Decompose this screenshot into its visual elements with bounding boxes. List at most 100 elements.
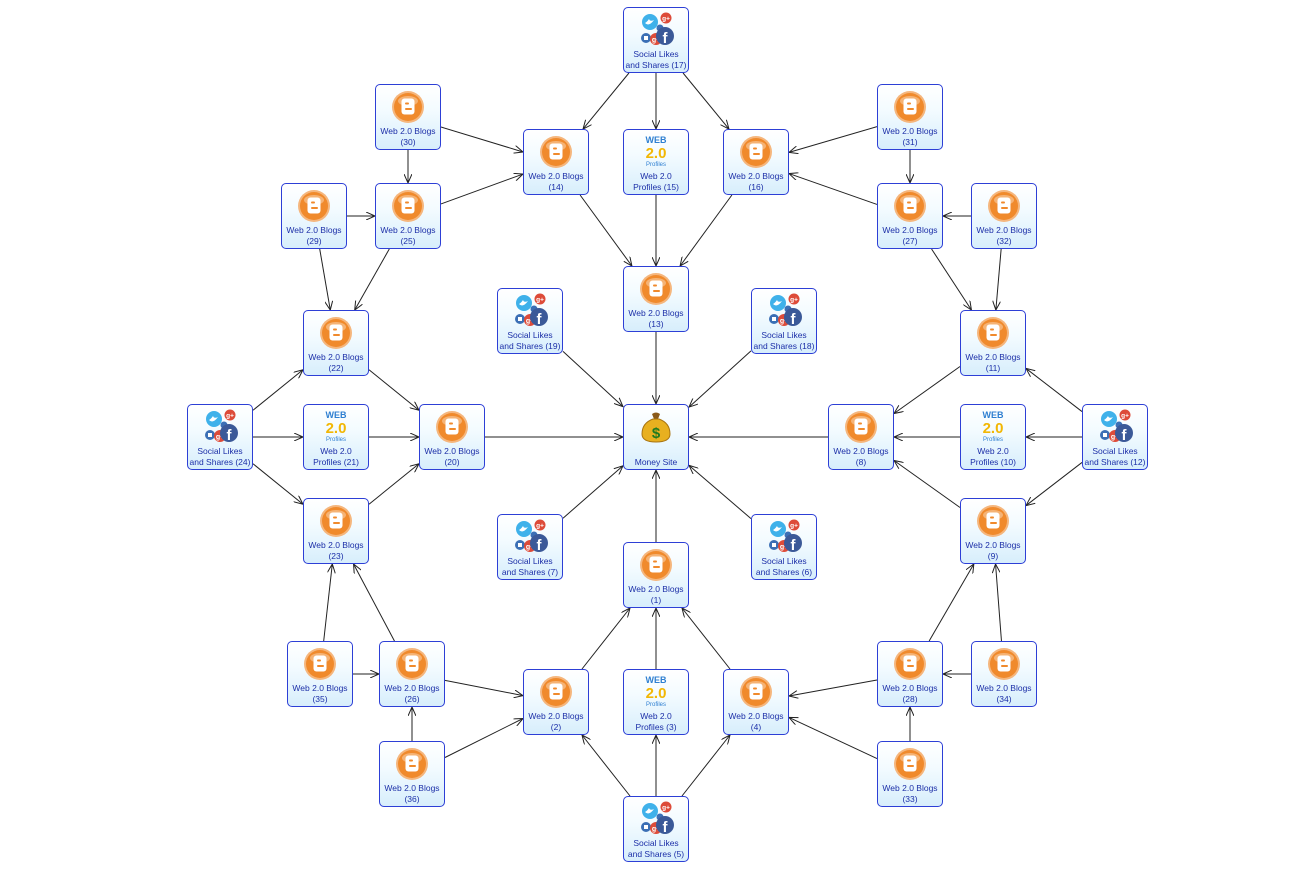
svg-text:g+: g+ xyxy=(790,297,798,304)
social-media-icon: g+ g+ f xyxy=(638,12,674,48)
svg-text:g+: g+ xyxy=(216,434,224,441)
node-23[interactable]: Web 2.0 Blogs (23) xyxy=(303,498,369,564)
node-label: Web 2.0 Blogs (23) xyxy=(308,540,364,561)
node-3[interactable]: WEB 2.0 Profiles Web 2.0 Profiles (3) xyxy=(623,669,689,735)
web20-profiles-icon: WEB 2.0 Profiles xyxy=(975,409,1011,445)
social-media-icon: g+ g+ f xyxy=(512,519,548,555)
node-8[interactable]: Web 2.0 Blogs (8) xyxy=(828,404,894,470)
node-19[interactable]: g+ g+ f Social Likes and Shares (19) xyxy=(497,288,563,354)
svg-text:2.0: 2.0 xyxy=(646,145,667,162)
node-13[interactable]: Web 2.0 Blogs (13) xyxy=(623,266,689,332)
node-label: Web 2.0 Profiles (15) xyxy=(633,171,679,192)
node-label: Web 2.0 Blogs (9) xyxy=(965,540,1021,561)
money-bag-icon: $ xyxy=(638,409,674,445)
edge-layer xyxy=(252,72,1083,797)
web20-profiles-icon: WEB 2.0 Profiles xyxy=(638,674,674,710)
node-7[interactable]: g+ g+ f Social Likes and Shares (7) xyxy=(497,514,563,580)
edge-2-to-1 xyxy=(581,608,630,670)
node-label: Social Likes and Shares (24) xyxy=(189,446,251,467)
blogger-icon xyxy=(986,188,1022,224)
node-12[interactable]: g+ g+ f Social Likes and Shares (12) xyxy=(1082,404,1148,470)
svg-text:f: f xyxy=(791,537,797,554)
edge-12-to-9 xyxy=(1026,462,1083,505)
node-27[interactable]: Web 2.0 Blogs (27) xyxy=(877,183,943,249)
node-9[interactable]: Web 2.0 Blogs (9) xyxy=(960,498,1026,564)
node-33[interactable]: Web 2.0 Blogs (33) xyxy=(877,741,943,807)
node-label: Web 2.0 Profiles (21) xyxy=(313,446,359,467)
node-label: Social Likes and Shares (7) xyxy=(501,556,559,577)
node-label: Web 2.0 Blogs (32) xyxy=(976,225,1032,246)
blogger-icon xyxy=(738,674,774,710)
node-6[interactable]: g+ g+ f Social Likes and Shares (6) xyxy=(751,514,817,580)
svg-text:g+: g+ xyxy=(536,297,544,304)
edge-30-to-14 xyxy=(440,126,523,152)
node-label: Social Likes and Shares (12) xyxy=(1084,446,1146,467)
node-26[interactable]: Web 2.0 Blogs (26) xyxy=(379,641,445,707)
node-11[interactable]: Web 2.0 Blogs (11) xyxy=(960,310,1026,376)
node-14[interactable]: Web 2.0 Blogs (14) xyxy=(523,129,589,195)
node-30[interactable]: Web 2.0 Blogs (30) xyxy=(375,84,441,150)
node-34[interactable]: Web 2.0 Blogs (34) xyxy=(971,641,1037,707)
node-20[interactable]: Web 2.0 Blogs (20) xyxy=(419,404,485,470)
edge-9-to-8 xyxy=(894,461,961,508)
svg-text:WEB: WEB xyxy=(983,410,1004,420)
edge-29-to-22 xyxy=(319,248,331,310)
svg-text:2.0: 2.0 xyxy=(983,420,1004,437)
blogger-icon xyxy=(892,188,928,224)
node-label: Web 2.0 Blogs (20) xyxy=(424,446,480,467)
blogger-icon xyxy=(892,646,928,682)
node-label: Social Likes and Shares (5) xyxy=(627,838,685,859)
edge-32-to-11 xyxy=(996,248,1002,310)
node-1[interactable]: Web 2.0 Blogs (1) xyxy=(623,542,689,608)
svg-text:g+: g+ xyxy=(1111,434,1119,441)
node-31[interactable]: Web 2.0 Blogs (31) xyxy=(877,84,943,150)
blogger-icon xyxy=(296,188,332,224)
node-28[interactable]: Web 2.0 Blogs (28) xyxy=(877,641,943,707)
edge-14-to-13 xyxy=(579,194,632,266)
node-label: Web 2.0 Blogs (30) xyxy=(380,126,436,147)
node-label: Web 2.0 Blogs (35) xyxy=(292,683,348,704)
node-label: Web 2.0 Blogs (34) xyxy=(976,683,1032,704)
node-15[interactable]: WEB 2.0 Profiles Web 2.0 Profiles (15) xyxy=(623,129,689,195)
edge-17-to-16 xyxy=(682,72,729,129)
node-label: Web 2.0 Blogs (2) xyxy=(528,711,584,732)
edge-28-to-4 xyxy=(789,679,878,696)
edge-5-to-2 xyxy=(582,735,631,797)
node-10[interactable]: WEB 2.0 Profiles Web 2.0 Profiles (10) xyxy=(960,404,1026,470)
edge-35-to-23 xyxy=(323,564,333,642)
node-32[interactable]: Web 2.0 Blogs (32) xyxy=(971,183,1037,249)
node-21[interactable]: WEB 2.0 Profiles Web 2.0 Profiles (21) xyxy=(303,404,369,470)
svg-text:f: f xyxy=(791,311,797,328)
node-label: Web 2.0 Blogs (1) xyxy=(628,584,684,605)
node-16[interactable]: Web 2.0 Blogs (16) xyxy=(723,129,789,195)
blogger-icon xyxy=(986,646,1022,682)
node-18[interactable]: g+ g+ f Social Likes and Shares (18) xyxy=(751,288,817,354)
node-29[interactable]: Web 2.0 Blogs (29) xyxy=(281,183,347,249)
svg-text:g+: g+ xyxy=(662,805,670,812)
blogger-icon xyxy=(394,646,430,682)
node-money[interactable]: $ Money Site xyxy=(623,404,689,470)
node-35[interactable]: Web 2.0 Blogs (35) xyxy=(287,641,353,707)
web20-profiles-icon: WEB 2.0 Profiles xyxy=(638,134,674,170)
node-label: Web 2.0 Blogs (28) xyxy=(882,683,938,704)
blogger-icon xyxy=(975,503,1011,539)
node-label: Web 2.0 Blogs (14) xyxy=(528,171,584,192)
node-24[interactable]: g+ g+ f Social Likes and Shares (24) xyxy=(187,404,253,470)
node-label: Web 2.0 Blogs (25) xyxy=(380,225,436,246)
node-4[interactable]: Web 2.0 Blogs (4) xyxy=(723,669,789,735)
node-17[interactable]: g+ g+ f Social Likes and Shares (17) xyxy=(623,7,689,73)
node-22[interactable]: Web 2.0 Blogs (22) xyxy=(303,310,369,376)
blogger-icon xyxy=(738,134,774,170)
edge-31-to-16 xyxy=(789,126,878,153)
node-25[interactable]: Web 2.0 Blogs (25) xyxy=(375,183,441,249)
edge-27-to-11 xyxy=(931,248,972,310)
svg-text:f: f xyxy=(663,30,669,47)
node-2[interactable]: Web 2.0 Blogs (2) xyxy=(523,669,589,735)
blogger-icon xyxy=(538,134,574,170)
edge-6-to-money xyxy=(689,465,752,520)
node-5[interactable]: g+ g+ f Social Likes and Shares (5) xyxy=(623,796,689,862)
blogger-icon xyxy=(390,188,426,224)
svg-text:g+: g+ xyxy=(662,16,670,23)
svg-text:f: f xyxy=(227,427,233,444)
node-36[interactable]: Web 2.0 Blogs (36) xyxy=(379,741,445,807)
